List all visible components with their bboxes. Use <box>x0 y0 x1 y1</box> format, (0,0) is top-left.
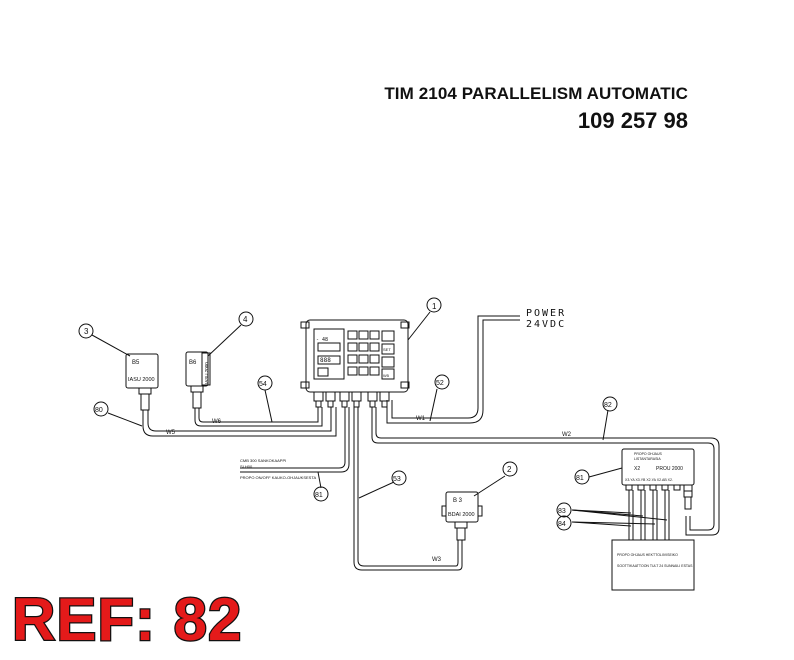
callout-1: 1 <box>407 297 442 341</box>
module-83-line2: SOOTTIKAATTOON TULT 24 SUNNAILI ESTAS <box>617 564 693 568</box>
svg-text:84: 84 <box>558 521 566 528</box>
module-81-line1: PROPO OHJAUS <box>634 452 662 456</box>
svg-text:3: 3 <box>84 327 89 336</box>
svg-text:83: 83 <box>558 508 566 515</box>
cable-w2: W2 82 <box>371 396 720 536</box>
wire-w1-label: W1 <box>416 416 426 422</box>
panel-keypad: SET W5 <box>347 330 395 380</box>
panel-connectors <box>313 391 390 408</box>
callout-53: 54 <box>257 375 273 423</box>
sensor-b5-tag: B5 <box>132 360 140 366</box>
cable-w6: W6 <box>194 407 323 427</box>
sensor-b6-tag: B6 <box>189 360 197 366</box>
module-81-pins: X3.YA X3.YB X2.YA X2.AB X2. <box>625 478 673 482</box>
control-panel: - 48 888 SET W5 <box>300 319 410 408</box>
sensor-b3: B 3 BDAI 2000 <box>441 491 483 541</box>
callout-80: 81 <box>315 492 323 499</box>
wire-w6-label: W6 <box>212 419 222 425</box>
note-80-line1: CMB 300 SANKOKAAPPI <box>240 458 286 463</box>
module-81: PROPO OHJAUS LISTANTARASIA X2 PROU 2000 … <box>574 448 695 510</box>
sensor-b3-tag: B 3 <box>453 498 463 504</box>
module-81-line2: LISTANTARASIA <box>634 457 661 461</box>
reference-label: REF: 82 <box>11 586 243 653</box>
svg-text:1: 1 <box>432 302 437 311</box>
sensor-b6-model: IASU 2000 <box>204 362 209 384</box>
cable-80: CMB 300 SANKOKAAPPI SI H00 PROPO ON/OFF … <box>240 407 350 502</box>
sensor-b5: B5 IASU 2000 <box>125 353 159 411</box>
module-wires <box>571 490 670 540</box>
sensor-b3-model: BDAI 2000 <box>448 512 475 518</box>
module-81-x2: X2 <box>634 466 640 472</box>
cable-w3: W3 53 <box>353 407 463 571</box>
callout-81: 81 <box>576 475 584 482</box>
svg-text:54: 54 <box>259 381 267 388</box>
callout-3: 3 <box>78 323 131 357</box>
document-title: TIM 2104 PARALLELISM AUTOMATIC <box>384 84 688 103</box>
callout-54: 80 <box>93 401 143 427</box>
module-83: PROPO OHJAUS HEKTTOLIIVISEIKO SOOTTIKAAT… <box>611 539 695 591</box>
panel-key-set: SET <box>383 347 391 352</box>
svg-text:80: 80 <box>95 407 103 414</box>
panel-display-b: 888 <box>320 357 331 364</box>
svg-text:4: 4 <box>243 315 248 324</box>
panel-key-w5: W5 <box>383 373 390 378</box>
module-81-model: PROU 2000 <box>656 466 683 472</box>
part-number: 109 257 98 <box>577 108 688 133</box>
callout-83: 83 <box>556 502 572 518</box>
title-block: TIM 2104 PARALLELISM AUTOMATIC 109 257 9… <box>384 84 688 134</box>
wire-w3-label: W3 <box>432 557 442 563</box>
power-voltage-label: 24VDC <box>526 319 566 330</box>
callout-4: 4 <box>207 311 254 357</box>
callout-52: 53 <box>393 476 401 483</box>
wire-w2-label: W2 <box>562 432 572 438</box>
sensor-b5-model: IASU 2000 <box>128 377 155 383</box>
note-80-line2: SI H00 <box>240 464 253 469</box>
wire-w5-label: W5 <box>166 430 176 436</box>
module-83-line1: PROPO OHJAUS HEKTTOLIIVISEIKO <box>617 553 678 557</box>
svg-text:52: 52 <box>436 380 444 387</box>
panel-display-a: - 48 <box>316 337 328 343</box>
note-80-line3: PROPO ON/OFF KAUKO-OHJAUKSESTA <box>240 475 316 480</box>
callout-51: 52 <box>429 374 450 422</box>
power-cable: POWER 24VDC W1 <box>386 308 566 424</box>
callout-82: 82 <box>604 402 612 409</box>
power-label: POWER <box>526 308 566 319</box>
callout-2: 2 <box>473 461 518 497</box>
callout-84: 84 <box>556 515 572 531</box>
cable-w5: W5 <box>142 407 337 437</box>
sensor-b6: B6 IASU 2000 <box>185 351 211 409</box>
svg-text:2: 2 <box>507 465 512 474</box>
